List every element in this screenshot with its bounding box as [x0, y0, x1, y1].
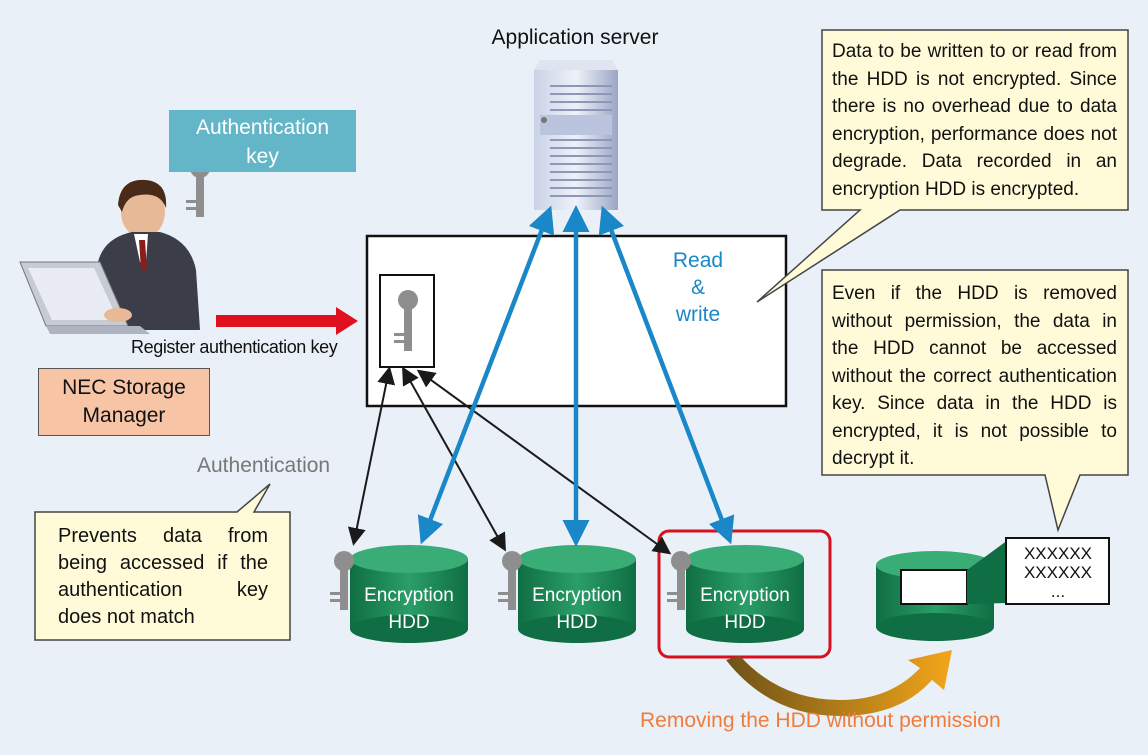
hdd-label-2: Encryption HDD — [522, 582, 632, 636]
callout-performance-bubble — [756, 29, 1129, 303]
callout-removed-bubble — [821, 269, 1129, 533]
callout-prevents-text: Prevents data from being accessed if the… — [58, 525, 268, 628]
nec-storage-manager-line1: NEC Storage — [62, 376, 186, 399]
encrypted-data-line1: XXXXXX — [1023, 544, 1093, 563]
register-key-arrow — [216, 307, 358, 335]
nec-storage-manager-line2: Manager — [82, 404, 166, 427]
hdd-cylinder-1 — [350, 545, 468, 643]
read-write-line3: write — [675, 303, 721, 326]
register-key-label: Register authentication key — [131, 337, 338, 357]
authentication-key-label: Authentication key — [169, 110, 356, 172]
hdd-label-1-line2: HDD — [388, 612, 430, 633]
read-write-arrows — [417, 205, 735, 547]
nec-storage-manager-box: NEC Storage Manager — [38, 368, 210, 436]
authentication-key-line2: key — [246, 145, 279, 168]
hdd-label-3-line2: HDD — [724, 612, 766, 633]
callout-performance-text: Data to be written to or read from the H… — [832, 41, 1117, 200]
hdd-cylinder-3 — [686, 545, 804, 643]
removal-highlight-frame — [657, 529, 832, 659]
removing-hdd-label: Removing the HDD without permission — [640, 709, 1001, 732]
hdd-label-1: Encryption HDD — [354, 582, 464, 636]
read-write-line2: & — [690, 276, 705, 299]
hdd-label-3-line1: Encryption — [700, 585, 790, 606]
registered-key-icon — [394, 290, 418, 351]
callout-prevents-bubble — [34, 483, 291, 641]
person-with-laptop-icon — [19, 179, 200, 334]
encrypted-data-text: XXXXXX XXXXXX ... — [1010, 544, 1106, 601]
encrypted-data-line3: ... — [1050, 582, 1066, 601]
removed-hdd-cylinder — [876, 551, 994, 641]
hdd-label-2-line1: Encryption — [532, 585, 622, 606]
authentication-label: Authentication — [197, 454, 331, 477]
callout-removed-text: Even if the HDD is removed without permi… — [832, 283, 1117, 469]
hdd-label-2-line2: HDD — [556, 612, 598, 633]
hdd-key-icon-2 — [498, 551, 522, 610]
read-write-label: Read & write — [658, 247, 738, 328]
encrypted-data-line2: XXXXXX — [1023, 563, 1093, 582]
hdd-key-icon-1 — [330, 551, 354, 610]
hdd-label-1-line1: Encryption — [364, 585, 454, 606]
hdd-cylinder-2 — [518, 545, 636, 643]
application-server-icon — [534, 60, 618, 210]
encrypted-data-box — [1005, 537, 1110, 605]
data-view-projection — [967, 540, 1008, 604]
read-write-line1: Read — [672, 249, 724, 272]
hdd-key-icon-3 — [667, 551, 691, 610]
authentication-key-line1: Authentication — [195, 116, 330, 139]
removal-curved-arrow — [726, 650, 952, 716]
application-server-title: Application server — [491, 26, 659, 49]
hdd-label-3: Encryption HDD — [690, 582, 800, 636]
